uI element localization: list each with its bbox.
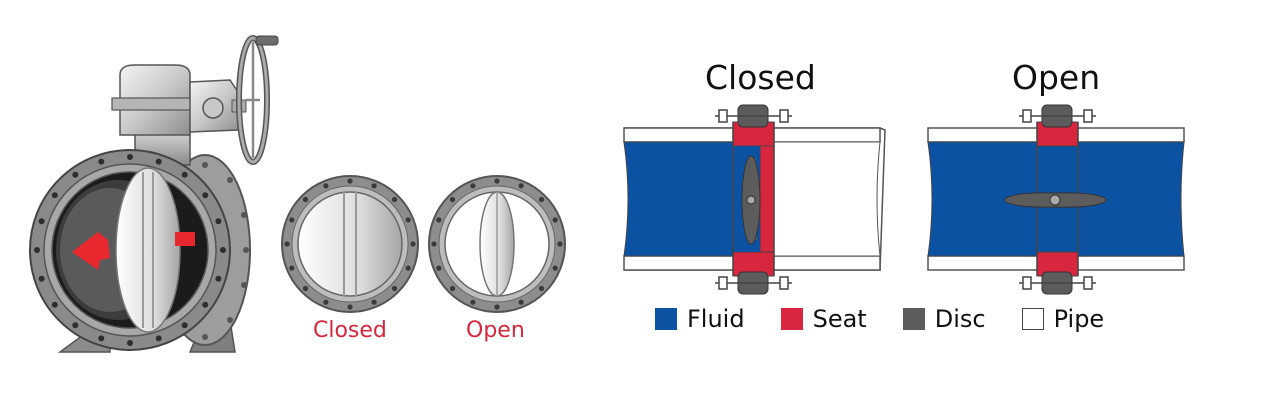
- legend-swatch-disc: [902, 308, 925, 330]
- bolt-hole: [347, 178, 353, 184]
- bolt-hole: [557, 241, 563, 247]
- bolt-hole: [405, 265, 411, 271]
- legend-item-disc: Disc: [902, 305, 986, 333]
- bolt-hole: [181, 322, 188, 329]
- bolt-hole: [552, 265, 558, 271]
- section-heading-closed: Closed: [705, 58, 816, 97]
- bolt-hole: [127, 340, 133, 346]
- bolt-hole: [284, 241, 290, 247]
- legend-swatch-fluid: [655, 308, 677, 330]
- bolt-hole: [405, 217, 411, 223]
- bolt-hole: [155, 335, 162, 342]
- bolt-hole: [51, 192, 58, 199]
- front-view-open: [428, 175, 566, 313]
- bolt-hole: [38, 218, 45, 225]
- bolt-hole: [289, 265, 295, 271]
- bolt-hole: [302, 196, 309, 203]
- bolt-hole: [323, 299, 329, 305]
- bolt-hole: [289, 217, 295, 223]
- legend-item-seat: Seat: [780, 305, 867, 333]
- bolt-hole: [98, 335, 105, 342]
- bolt-hole: [436, 265, 442, 271]
- cross-section-open: [927, 104, 1185, 295]
- bolt-hole: [202, 301, 209, 308]
- legend-item-fluid: Fluid: [655, 305, 745, 333]
- front-view-closed: [281, 175, 419, 313]
- bolt-hole: [470, 183, 476, 189]
- bolt-hole: [494, 178, 500, 184]
- bolt-hole: [202, 192, 209, 199]
- bolt-hole: [323, 183, 329, 189]
- bolt-hole: [552, 217, 558, 223]
- legend-item-pipe: Pipe: [1021, 305, 1105, 333]
- legend-label-fluid: Fluid: [687, 305, 745, 333]
- bolt-hole: [72, 171, 79, 178]
- bolt-hole: [410, 241, 416, 247]
- bolt-hole: [302, 285, 309, 292]
- bolt-hole: [449, 285, 456, 292]
- bolt-hole: [391, 285, 398, 292]
- bolt-hole: [127, 154, 133, 160]
- cross-section-closed: [623, 104, 886, 295]
- bolt-hole: [51, 301, 58, 308]
- bolt-hole: [72, 322, 79, 329]
- legend-swatch-seat: [780, 308, 803, 330]
- bolt-hole: [436, 217, 442, 223]
- bolt-hole: [538, 196, 545, 203]
- front-view-open-label: Open: [466, 318, 525, 343]
- bolt-hole: [98, 158, 105, 165]
- bolt-hole: [391, 196, 398, 203]
- bolt-hole: [431, 241, 437, 247]
- bolt-hole: [470, 299, 476, 305]
- section-heading-open: Open: [1012, 58, 1101, 97]
- bolt-hole: [155, 158, 162, 165]
- bolt-hole: [371, 299, 377, 305]
- bolt-hole: [34, 247, 40, 253]
- front-view-closed-label: Closed: [313, 318, 387, 343]
- bolt-hole: [215, 218, 222, 225]
- bolt-hole: [449, 196, 456, 203]
- legend: Fluid Seat Disc Pipe: [655, 305, 1140, 333]
- legend-swatch-pipe: [1021, 308, 1044, 330]
- bolt-hole: [518, 299, 524, 305]
- valve-3d-illustration: [29, 35, 279, 353]
- bolt-hole: [371, 183, 377, 189]
- bolt-hole: [181, 171, 188, 178]
- bolt-hole: [347, 304, 353, 310]
- bolt-hole: [538, 285, 545, 292]
- bolt-hole: [215, 275, 222, 282]
- legend-label-pipe: Pipe: [1053, 305, 1105, 333]
- bolt-hole: [38, 275, 45, 282]
- legend-label-seat: Seat: [812, 305, 867, 333]
- bolt-hole: [220, 247, 226, 253]
- bolt-hole: [518, 183, 524, 189]
- bolt-hole: [494, 304, 500, 310]
- legend-label-disc: Disc: [934, 305, 986, 333]
